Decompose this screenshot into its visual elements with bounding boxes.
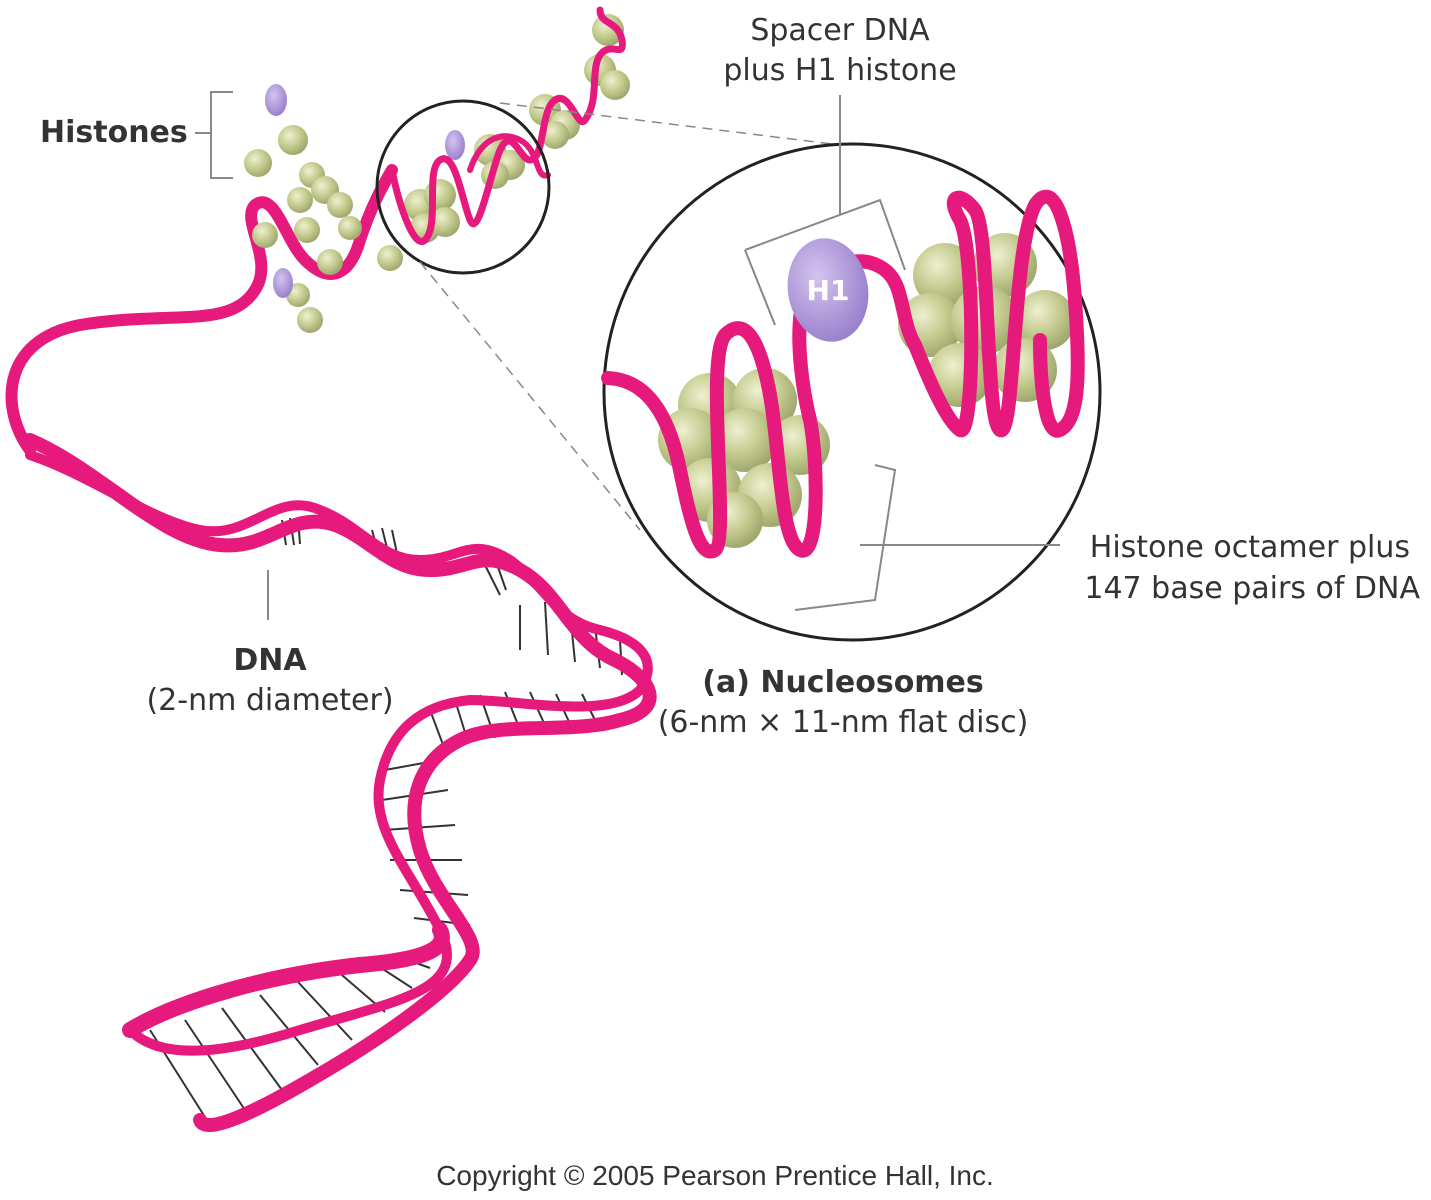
nucleosome-zoom: H1 (601, 142, 1102, 642)
dna-strand-c (122, 922, 450, 1038)
histones-label: Histones (40, 115, 188, 150)
h1-label: H1 (807, 274, 850, 307)
dna-label-sub: (2-nm diameter) (146, 683, 393, 718)
copyright-text: Copyright © 2005 Pearson Prentice Hall, … (436, 1160, 994, 1191)
nucleosome-dna (601, 189, 1085, 559)
free-histones (244, 84, 403, 333)
dna-label-title: DNA (233, 643, 307, 678)
octamer-label-line2: 147 base pairs of DNA (1084, 571, 1420, 606)
dna-strand-b (23, 433, 657, 1132)
magnifier-circle (375, 99, 551, 275)
nucleosome-label-sub: (6-nm × 11-nm flat disc) (658, 705, 1029, 740)
nucleosome-label-title: (a) Nucleosomes (702, 665, 984, 700)
octamer-label-line1: Histone octamer plus (1090, 530, 1410, 565)
leader-lines (195, 91, 1060, 620)
h1-histone (787, 238, 869, 342)
zoom-lines (419, 102, 841, 531)
nucleosome-string (388, 6, 630, 246)
dna-double-helix (23, 433, 657, 1132)
spacer-dna-label-line2: plus H1 histone (723, 53, 956, 88)
spacer-dna-label-line1: Spacer DNA (750, 13, 930, 48)
